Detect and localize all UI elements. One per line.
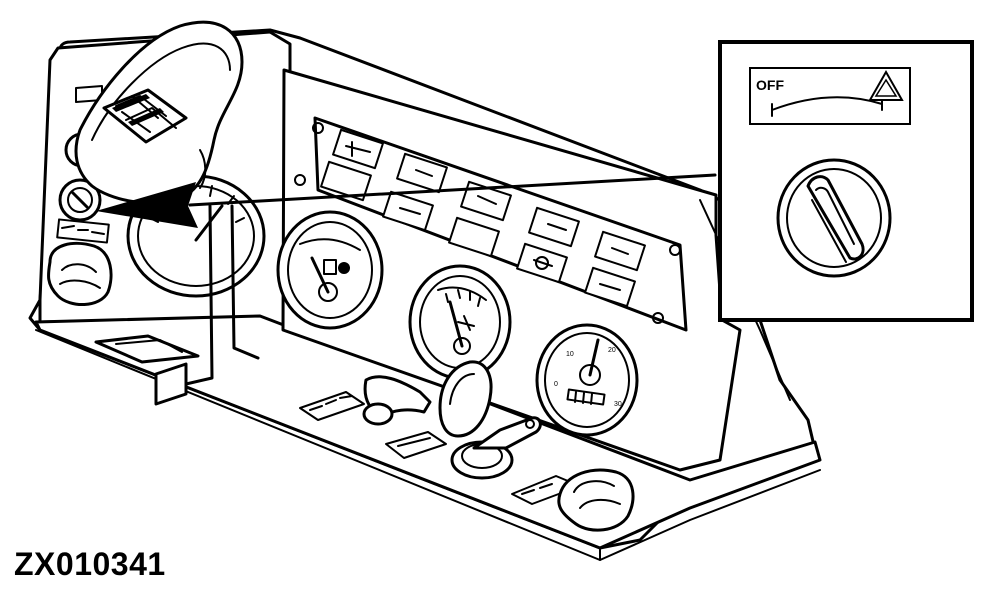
pointer-arrow — [96, 173, 717, 228]
rotary-switch-knob — [776, 158, 892, 278]
front-controls — [94, 334, 635, 532]
detail-callout: OFF — [718, 40, 974, 322]
figure-id: ZX010341 — [14, 546, 166, 582]
svg-text:0: 0 — [554, 381, 558, 388]
indicator-panel — [294, 116, 688, 332]
svg-text:10: 10 — [566, 351, 574, 358]
control-lever — [74, 20, 260, 386]
off-label: OFF — [756, 77, 784, 93]
svg-text:30: 30 — [614, 401, 622, 408]
hour-meter-gauge: 10 20 0 30 — [535, 323, 639, 437]
svg-text:20: 20 — [608, 347, 616, 354]
fuel-gauge — [276, 210, 384, 330]
left-controls — [46, 85, 113, 307]
lamp-6 — [448, 216, 500, 258]
temperature-gauge — [408, 264, 512, 380]
switch-arc — [771, 96, 883, 111]
lamp-2 — [320, 160, 372, 202]
